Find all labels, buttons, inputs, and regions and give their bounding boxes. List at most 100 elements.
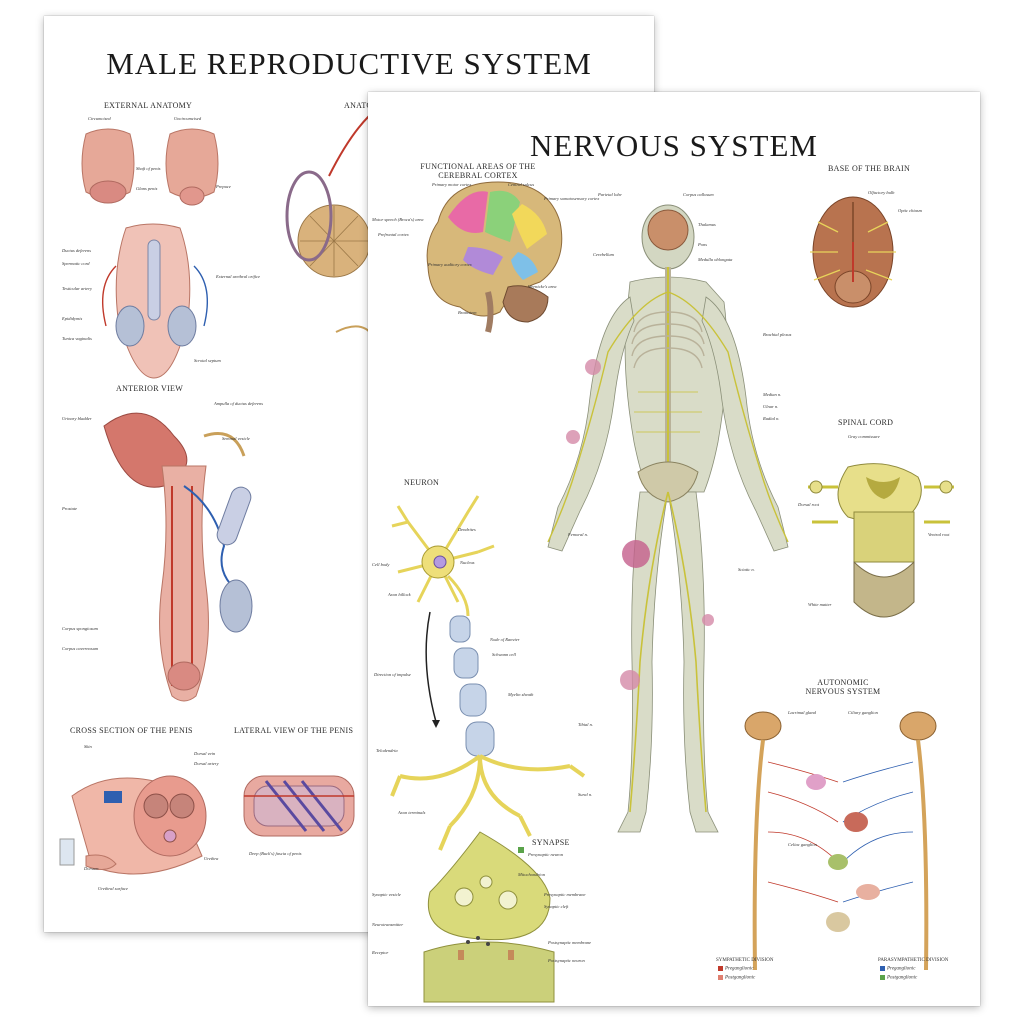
diagram-label: Ventral root	[928, 532, 950, 537]
diagram-label: Thalamus	[698, 222, 716, 227]
base-of-brain-illustration	[810, 196, 896, 308]
legend-label: Preganglionic	[725, 966, 754, 972]
diagram-label: Circumcised	[88, 116, 111, 121]
diagram-label: Direction of impulse	[374, 672, 411, 677]
cerebral-cortex-illustration	[426, 181, 563, 333]
legend-title-sympathetic: SYMPATHETIC DIVISION	[716, 958, 774, 963]
diagram-label: Gray commissure	[848, 434, 880, 439]
diagram-label: Tibial n.	[578, 722, 594, 727]
diagram-label: Scrotal septum	[194, 358, 221, 363]
diagram-label: Tunica vaginalis	[62, 336, 92, 341]
legend-item-parasympathetic-pre: Preganglionic	[880, 966, 915, 972]
diagram-label: Dorsal root	[798, 502, 819, 507]
diagram-label: Cell body	[372, 562, 390, 567]
diagram-label: Prefrontal cortex	[378, 232, 409, 237]
diagram-label: Medulla oblongata	[698, 257, 733, 262]
diagram-label: Urethral surface	[98, 886, 128, 891]
diagram-label: Brainstem	[458, 310, 477, 315]
section-heading: SYNAPSE	[532, 838, 570, 847]
section-heading: NEURON	[404, 478, 440, 487]
diagram-label: Neurotransmitter	[372, 922, 404, 927]
diagram-label: Glans penis	[136, 186, 158, 191]
legend-item-sympathetic-pre: Preganglionic	[718, 966, 753, 972]
neuron-illustration	[390, 495, 586, 851]
diagram-label: Dorsum	[84, 866, 99, 871]
diagram-label: Cerebellum	[593, 252, 614, 257]
section-heading: CROSS SECTION OF THE PENIS	[70, 726, 193, 735]
diagram-label: Testicular artery	[62, 286, 92, 291]
diagram-label: Prepuce	[216, 184, 231, 189]
diagram-label: Wernicke's area	[528, 284, 557, 289]
diagram-label: Urethra	[204, 856, 219, 861]
legend-swatch	[880, 966, 885, 971]
diagram-label: Urinary bladder	[62, 416, 92, 421]
diagram-label: Primary auditory cortex	[428, 262, 472, 267]
section-heading: AUTONOMIC NERVOUS SYSTEM	[805, 678, 881, 696]
section-heading: BASE OF THE BRAIN	[828, 164, 911, 173]
diagram-label: Prostate	[62, 506, 78, 511]
diagram-label: Telodendria	[376, 748, 398, 753]
nervous-system-illustrations	[390, 181, 954, 1003]
diagram-label: Corpus cavernosum	[62, 646, 99, 651]
diagram-label: Ampulla of ductus deferens	[214, 401, 263, 406]
diagram-label: Epididymis	[62, 316, 83, 321]
diagram-label: Primary somatosensory cortex	[544, 196, 600, 201]
poster-title: MALE REPRODUCTIVE SYSTEM	[106, 46, 592, 81]
autonomic-illustration	[744, 711, 937, 971]
diagram-label: Ciliary ganglion	[848, 710, 878, 715]
external-anatomy-illustration	[81, 128, 219, 379]
diagram-label: Shaft of penis	[136, 166, 161, 171]
legend-title-parasympathetic: PARASYMPATHETIC DIVISION	[878, 958, 949, 963]
diagram-label: Sciatic n.	[738, 567, 755, 572]
diagram-label: Presynaptic membrane	[544, 892, 586, 897]
poster-nervous-system: NERVOUS SYSTEM FUNCTIONAL AREAS OF THE C…	[368, 92, 980, 1006]
diagram-label: Sural n.	[578, 792, 593, 797]
diagram-label: Mitochondrion	[518, 872, 545, 877]
diagram-label: Optic chiasm	[898, 208, 922, 213]
human-nervous-figure	[547, 204, 789, 833]
diagram-label: Postsynaptic membrane	[548, 940, 592, 945]
diagram-label: Median n.	[763, 392, 782, 397]
diagram-label: Dorsal vein	[194, 751, 216, 756]
diagram-label: Femoral n.	[568, 532, 588, 537]
diagram-label: Dendrites	[458, 527, 476, 532]
diagram-label: Seminal vesicle	[222, 436, 250, 441]
section-heading: ANATO	[344, 101, 373, 110]
section-heading: EXTERNAL ANATOMY	[104, 101, 193, 110]
diagram-label: Spermatic cord	[62, 261, 90, 266]
diagram-label: Axon terminals	[398, 810, 426, 815]
diagram-label: Uncircumcised	[174, 116, 202, 121]
section-heading: ANTERIOR VIEW	[116, 384, 184, 393]
section-heading: LATERAL VIEW OF THE PENIS	[234, 726, 354, 735]
diagram-label: Nucleus	[460, 560, 475, 565]
diagram-label: Brachial plexus	[763, 332, 792, 337]
anterior-view-illustration	[103, 412, 253, 702]
diagram-label: Deep (Buck's) fascia of penis	[249, 851, 302, 856]
diagram-label: Postsynaptic neuron	[548, 958, 585, 963]
diagram-label: Synaptic cleft	[544, 904, 569, 909]
diagram-label: Ductus deferens	[62, 248, 91, 253]
diagram-label: Node of Ranvier	[490, 637, 520, 642]
diagram-label: White matter	[808, 602, 832, 607]
diagram-label: Radial n.	[763, 416, 780, 421]
diagram-label: Schwann cell	[492, 652, 516, 657]
diagram-label: Lacrimal gland	[788, 710, 816, 715]
legend-label: Postganglionic	[887, 975, 918, 981]
section-heading: SPINAL CORD	[838, 418, 894, 427]
section-heading: FUNCTIONAL AREAS OF THE CEREBRAL CORTEX	[420, 162, 536, 180]
diagram-label: Corpus callosum	[683, 192, 714, 197]
legend-swatch	[718, 966, 723, 971]
diagram-label: Axon hillock	[388, 592, 411, 597]
legend-item-sympathetic-post: Postganglionic	[718, 975, 755, 981]
synapse-illustration	[423, 831, 555, 1003]
diagram-label: Olfactory bulb	[868, 190, 895, 195]
legend-label: Preganglionic	[887, 966, 916, 972]
diagram-label: Pons	[698, 242, 707, 247]
diagram-label: External urethral orifice	[216, 274, 261, 279]
poster-title: NERVOUS SYSTEM	[530, 128, 818, 163]
legend-label: Postganglionic	[725, 975, 756, 981]
legend-swatch	[718, 975, 723, 980]
diagram-label: Motor speech (Broca's) area	[372, 217, 424, 222]
diagram-label: Presynaptic neuron	[528, 852, 564, 857]
diagram-label: Celiac ganglion	[788, 842, 817, 847]
